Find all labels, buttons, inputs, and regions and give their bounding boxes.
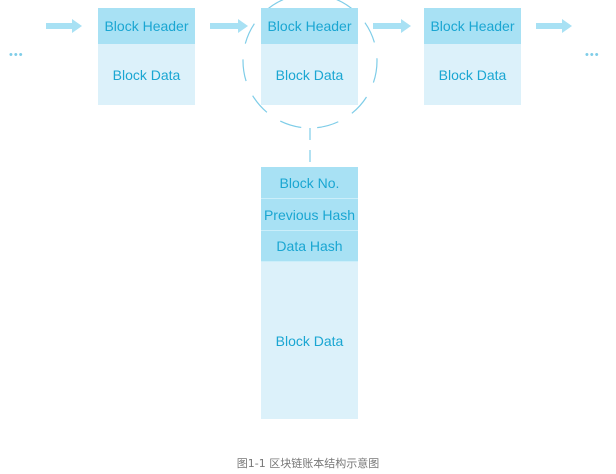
block-2: Block Header Block Data <box>261 8 358 105</box>
block-data: Block Data <box>424 44 521 105</box>
magnifier-dashed-circle <box>242 0 378 129</box>
arrow-block2-to-block3 <box>373 19 411 33</box>
figure-caption: 图1-1 区块链账本结构示意图 <box>236 457 380 470</box>
arrow-block1-to-block2 <box>210 19 248 33</box>
block-header: Block Header <box>98 8 195 44</box>
field-data-hash: Data Hash <box>261 231 358 262</box>
field-previous-hash: Previous Hash <box>261 199 358 231</box>
block-detail: Block No. Previous Hash Data Hash Block … <box>261 167 358 419</box>
ellipsis-left: ••• <box>9 49 24 61</box>
block-data: Block Data <box>261 44 358 105</box>
block-header: Block Header <box>261 8 358 44</box>
field-block-data: Block Data <box>261 262 358 419</box>
block-header: Block Header <box>424 8 521 44</box>
block-data: Block Data <box>98 44 195 105</box>
block-3: Block Header Block Data <box>424 8 521 105</box>
arrow-left-entry <box>46 19 82 33</box>
field-block-number: Block No. <box>261 167 358 199</box>
arrow-right-exit <box>536 19 572 33</box>
ellipsis-right: ••• <box>585 49 600 61</box>
block-1: Block Header Block Data <box>98 8 195 105</box>
